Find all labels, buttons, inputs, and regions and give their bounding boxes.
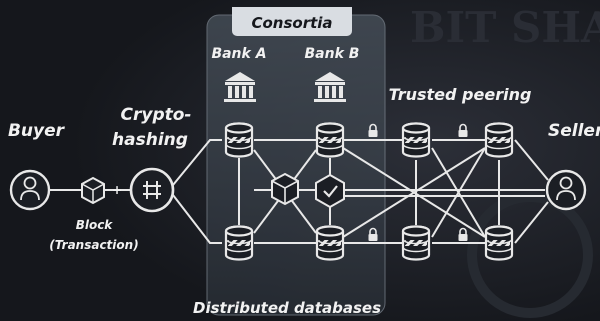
consortia-tab xyxy=(232,7,352,36)
seller-avatar-icon xyxy=(545,169,587,211)
hash-icon xyxy=(129,167,175,213)
buyer-label: Buyer xyxy=(8,121,66,141)
verified-check-icon xyxy=(315,173,345,209)
buyer-avatar-icon xyxy=(9,169,51,211)
crypto-hashing-label-line1: Crypto- xyxy=(121,105,192,125)
bank-b-database-top-icon xyxy=(315,122,345,158)
watermark-text: BIT SHARES xyxy=(410,3,600,52)
bank-a-database-top-icon xyxy=(224,122,254,158)
block-transaction-icon xyxy=(81,176,105,205)
peer-database-3-icon xyxy=(401,225,431,261)
consortia-title: Consortia xyxy=(251,14,332,32)
block-label-line1: Block xyxy=(76,218,114,232)
crypto-hashing-label-line2: hashing xyxy=(112,130,188,150)
plus-icon: + xyxy=(112,183,122,197)
distributed-databases-label: Distributed databases xyxy=(193,299,381,317)
bank-a-database-bottom-icon xyxy=(224,225,254,261)
peer-database-2-icon xyxy=(484,122,514,158)
bank-b-database-bottom-icon xyxy=(315,225,345,261)
bank-a-label: Bank A xyxy=(211,46,266,62)
bank-b-label: Bank B xyxy=(305,46,360,62)
peer-database-4-icon xyxy=(484,225,514,261)
trusted-peering-label: Trusted peering xyxy=(389,85,532,104)
consortia-block-icon xyxy=(271,172,299,206)
block-label-line2: (Transaction) xyxy=(49,238,138,252)
peer-database-1-icon xyxy=(401,122,431,158)
seller-label: Seller xyxy=(548,121,600,141)
